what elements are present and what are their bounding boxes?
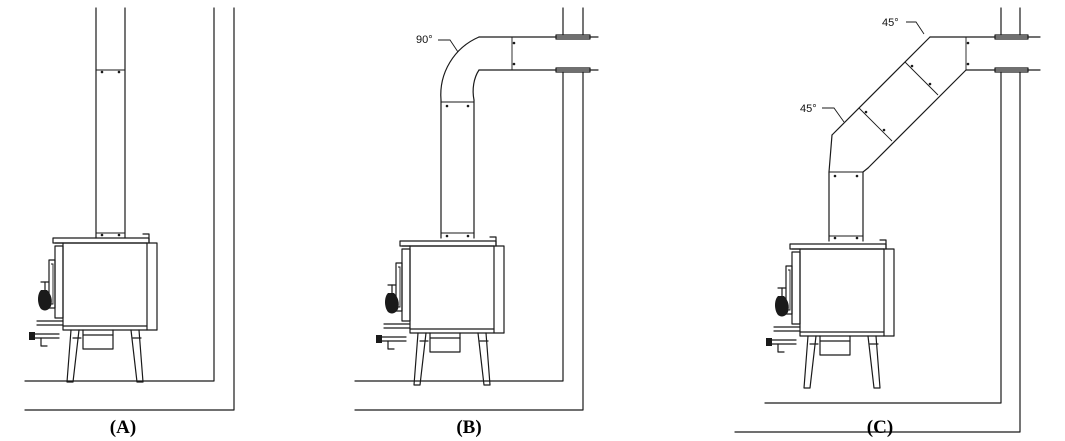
panel-c-diagonal-pipe [831,36,967,169]
panel-b-wall [354,7,564,382]
panel-b-vertical-pipe [440,99,475,239]
panel-b: 90° (B) [354,7,599,438]
panel-a-wall [24,7,215,382]
panel-b-90-elbow [440,36,480,101]
panel-c-label: (C) [867,417,893,438]
panel-c: 45° 45° (C) [734,7,1041,438]
panel-c-vertical-pipe [828,171,864,242]
panel-c-horizontal-pipe [929,36,1041,71]
panel-c-stove [765,239,895,389]
panel-c-upper-elbow-angle: 45° [882,17,899,29]
panel-b-horizontal-pipe [478,36,599,71]
panel-b-stove [375,236,505,386]
panel-c-wall [764,7,1002,404]
panel-b-wall-outer [354,7,584,411]
panel-c-wall-outer [734,7,1021,433]
panel-a-label: (A) [110,417,136,438]
panel-b-elbow-angle: 90° [416,34,433,46]
panel-a: (A) [24,7,235,438]
panel-a-wall-outer [24,7,235,411]
panel-b-label: (B) [456,417,481,438]
panel-c-lower-elbow-angle: 45° [800,103,817,115]
panel-a-stove [28,233,158,383]
panel-a-chimney-pipe [95,7,126,239]
panel-c-lower-45-elbow [828,134,869,173]
